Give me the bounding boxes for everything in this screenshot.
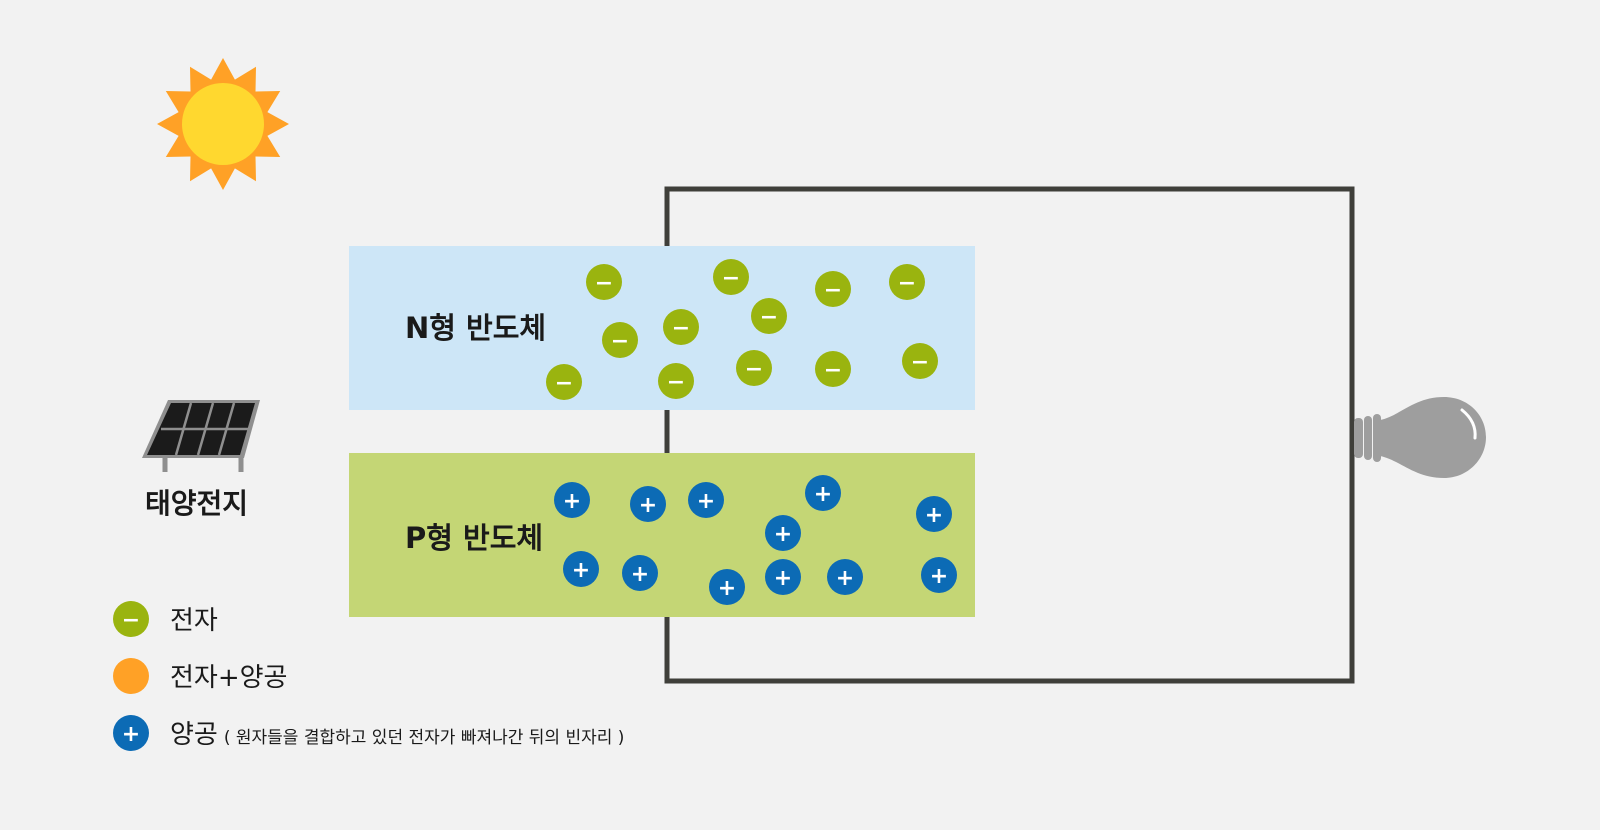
sun-core (182, 83, 264, 165)
electron-icon (113, 601, 149, 637)
hole-symbol: + (572, 558, 590, 583)
electron-icon (602, 322, 638, 358)
hole-icon (630, 486, 666, 522)
hole-icon (563, 551, 599, 587)
hole-icon (554, 482, 590, 518)
hole-symbol: + (774, 566, 792, 591)
p-type-region (349, 453, 975, 617)
light-bulb-icon (1354, 397, 1486, 478)
p-region-holes: + + + + + + + + + + + + (554, 475, 957, 605)
legend: − 전자 전자+양공 + 양공 ( 원자들을 결합하고 있던 전자가 빠져나간 뒤… (113, 601, 624, 751)
electron-symbol: − (745, 357, 763, 382)
hole-icon (765, 515, 801, 551)
hole-symbol: + (930, 564, 948, 589)
electron-symbol: − (824, 358, 842, 383)
legend-item-hole: + 양공 ( 원자들을 결합하고 있던 전자가 빠져나간 뒤의 빈자리 ) (113, 715, 624, 751)
hole-symbol: + (814, 482, 832, 507)
electron-symbol: − (555, 371, 573, 396)
electron-icon (713, 259, 749, 295)
electron-icon (736, 350, 772, 386)
electron-symbol: − (722, 266, 740, 291)
hole-symbol: + (697, 489, 715, 514)
electron-icon (546, 364, 582, 400)
electron-icon (889, 264, 925, 300)
electron-icon (751, 298, 787, 334)
circuit-wire (664, 186, 1355, 684)
electron-icon (902, 343, 938, 379)
electron-icon (663, 309, 699, 345)
legend-item-electron: − 전자 (113, 601, 218, 637)
hole-icon (921, 557, 957, 593)
hole-symbol: + (631, 562, 649, 587)
hole-icon (916, 496, 952, 532)
electron-hole-pair-icon (113, 658, 149, 694)
hole-symbol: + (718, 576, 736, 601)
n-type-label: N형 반도체 (405, 311, 546, 345)
hole-icon (805, 475, 841, 511)
hole-icon (827, 559, 863, 595)
electron-symbol: − (611, 329, 629, 354)
hole-symbol: + (836, 566, 854, 591)
electron-symbol: − (760, 305, 778, 330)
electron-icon (815, 271, 851, 307)
hole-icon (765, 559, 801, 595)
electron-symbol: − (667, 370, 685, 395)
electron-symbol: − (911, 350, 929, 375)
electron-icon (586, 264, 622, 300)
solar-cell-label: 태양전지 (145, 487, 248, 520)
electron-icon (658, 363, 694, 399)
p-type-label: P형 반도체 (405, 521, 543, 555)
electron-symbol: − (595, 271, 613, 296)
legend-electron-symbol: − (122, 608, 140, 633)
hole-icon (113, 715, 149, 751)
legend-electron-label: 전자 (170, 606, 218, 636)
hole-icon (709, 569, 745, 605)
legend-hole-label-text: 양공 (170, 720, 218, 750)
legend-hole-note: ( 원자들을 결합하고 있던 전자가 빠져나간 뒤의 빈자리 ) (224, 728, 625, 748)
legend-hole-label: 양공 ( 원자들을 결합하고 있던 전자가 빠져나간 뒤의 빈자리 ) (170, 720, 624, 750)
n-region-electrons: −−−−−−−−−−−− (546, 259, 938, 400)
electron-symbol: − (672, 316, 690, 341)
legend-pair-label: 전자+양공 (170, 663, 287, 693)
hole-symbol: + (925, 503, 943, 528)
solar-panel-icon (142, 400, 260, 472)
hole-symbol: + (639, 493, 657, 518)
hole-icon (622, 555, 658, 591)
legend-hole-symbol: + (122, 722, 140, 747)
hole-icon (688, 482, 724, 518)
electron-symbol: − (824, 278, 842, 303)
hole-symbol: + (774, 522, 792, 547)
electron-symbol: − (898, 271, 916, 296)
electron-icon (815, 351, 851, 387)
hole-symbol: + (563, 489, 581, 514)
sun-icon (157, 58, 289, 190)
legend-item-pair: 전자+양공 (113, 658, 287, 694)
